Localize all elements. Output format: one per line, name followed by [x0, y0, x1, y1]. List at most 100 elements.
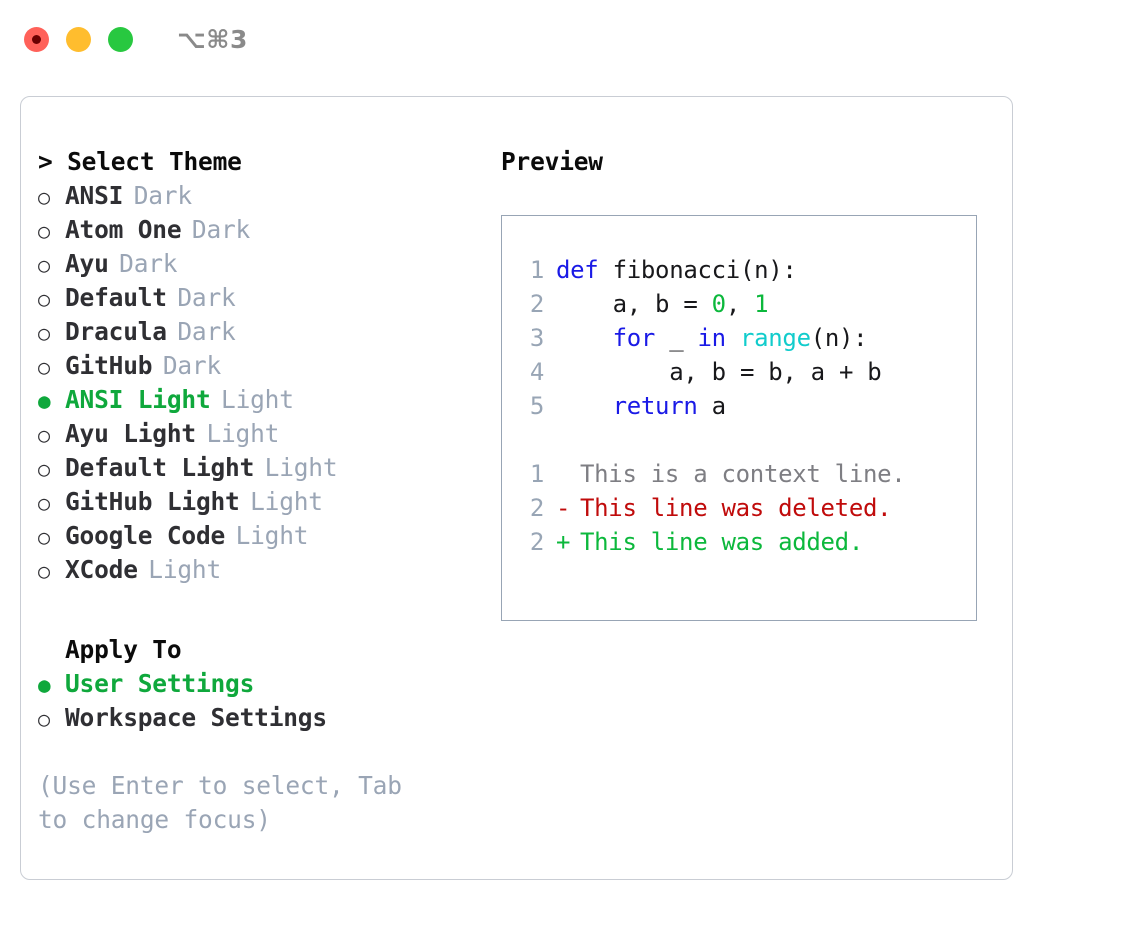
- line-number: 4: [529, 358, 544, 386]
- code-line: 2 a, b = 0, 1: [516, 287, 976, 321]
- apply-to-title: Apply To: [65, 635, 182, 664]
- line-number: 3: [529, 324, 544, 352]
- minimize-button[interactable]: [66, 26, 91, 52]
- theme-option-label: Atom One: [65, 215, 182, 244]
- theme-option-default-light[interactable]: ○ Default Light Light: [38, 451, 478, 485]
- apply-option-label: Workspace Settings: [65, 703, 327, 732]
- list-spacer: [38, 587, 478, 633]
- theme-option-default-dark[interactable]: ○ Default Dark: [38, 281, 478, 315]
- code-token: fibonacci(n):: [598, 256, 797, 284]
- code-token: [556, 392, 613, 420]
- radio-icon: ○: [38, 219, 50, 243]
- code-token: [556, 324, 613, 352]
- theme-option-kind: Light: [264, 453, 338, 482]
- line-number: 2: [529, 290, 544, 318]
- diff-line-removed: 2 - This line was deleted.: [516, 491, 976, 525]
- traffic-lights: [24, 26, 133, 52]
- code-token: a, b = b, a + b: [556, 358, 882, 386]
- code-token: in: [697, 324, 727, 352]
- theme-option-ansi-light[interactable]: ● ANSI Light Light: [38, 383, 478, 417]
- radio-icon: ○: [38, 423, 50, 447]
- theme-option-kind: Light: [148, 555, 222, 584]
- theme-option-list[interactable]: ○ ANSI Dark ○ Atom One Dark ○ Ayu Dark: [38, 179, 478, 587]
- radio-icon: ○: [38, 355, 50, 379]
- apply-option-workspace-settings[interactable]: ○ Workspace Settings: [38, 701, 478, 735]
- preview-box: 1 def fibonacci(n): 2 a, b = 0, 1 3 for …: [501, 215, 977, 621]
- radio-selected-icon: ●: [38, 389, 51, 413]
- theme-option-github-light[interactable]: ○ GitHub Light Light: [38, 485, 478, 519]
- theme-option-label: ANSI: [65, 181, 124, 210]
- theme-option-kind: Dark: [133, 181, 192, 210]
- keyboard-hint-text: (Use Enter to select, Tab to change focu…: [38, 771, 402, 834]
- theme-option-google-code[interactable]: ○ Google Code Light: [38, 519, 478, 553]
- line-number: 1: [529, 256, 544, 284]
- theme-option-dracula-dark[interactable]: ○ Dracula Dark: [38, 315, 478, 349]
- theme-selector-column: > Select Theme ○ ANSI Dark ○ Atom One Da…: [38, 145, 478, 837]
- theme-option-kind: Light: [250, 487, 323, 516]
- theme-option-kind: Light: [221, 385, 294, 414]
- line-number: 2: [529, 494, 544, 522]
- code-text: def fibonacci(n):: [556, 253, 797, 287]
- code-text: return a: [556, 389, 727, 423]
- code-token: ,: [725, 290, 755, 318]
- theme-option-xcode[interactable]: ○ XCode Light: [38, 553, 478, 587]
- theme-option-atom-one-dark[interactable]: ○ Atom One Dark: [38, 213, 478, 247]
- code-token: (n):: [810, 324, 868, 352]
- theme-option-label: Default: [65, 283, 167, 312]
- code-line: 3 for _ in range(n):: [516, 321, 976, 355]
- line-number: 5: [529, 392, 544, 420]
- theme-option-kind: Dark: [162, 351, 222, 380]
- theme-option-kind: Dark: [177, 317, 236, 346]
- code-line: 4 a, b = b, a + b: [516, 355, 976, 389]
- code-line: 5 return a: [516, 389, 976, 423]
- diff-text: This line was deleted.: [580, 494, 892, 522]
- diff-text: This line was added.: [580, 528, 863, 556]
- code-text: for _ in range(n):: [556, 321, 868, 355]
- select-theme-header: > Select Theme: [38, 147, 242, 176]
- code-token: a, b =: [556, 290, 712, 318]
- theme-option-label: Dracula: [65, 317, 167, 346]
- preview-divider-space: [516, 423, 976, 457]
- theme-option-kind: Dark: [119, 249, 178, 278]
- code-token: a: [697, 392, 726, 420]
- preview-title: Preview: [501, 147, 603, 176]
- preview-column: Preview 1 def fibonacci(n): 2 a, b = 0, …: [501, 145, 1001, 621]
- theme-option-kind: Light: [235, 521, 309, 550]
- theme-option-kind: Dark: [191, 215, 251, 244]
- theme-option-github-dark[interactable]: ○ GitHub Dark: [38, 349, 478, 383]
- diff-text: This is a context line.: [580, 460, 906, 488]
- diff-line-context: 1 This is a context line.: [516, 457, 976, 491]
- theme-option-kind: Light: [206, 419, 280, 448]
- radio-icon: ○: [38, 185, 50, 209]
- diff-sign: +: [556, 528, 571, 556]
- close-button[interactable]: [24, 26, 49, 52]
- code-token: 0: [711, 290, 726, 318]
- panel-columns: > Select Theme ○ ANSI Dark ○ Atom One Da…: [21, 97, 1012, 879]
- radio-icon: ○: [38, 491, 50, 515]
- apply-to-option-list[interactable]: ● User Settings ○ Workspace Settings: [38, 667, 478, 735]
- theme-option-label: GitHub Light: [65, 487, 240, 516]
- radio-selected-icon: ●: [38, 673, 51, 697]
- theme-option-kind: Dark: [177, 283, 236, 312]
- radio-icon: ○: [38, 287, 50, 311]
- diff-sign: [556, 457, 572, 491]
- theme-option-ayu-light[interactable]: ○ Ayu Light Light: [38, 417, 478, 451]
- diff-sign: -: [556, 494, 571, 522]
- diff-line-added: 2 + This line was added.: [516, 525, 976, 559]
- code-token: range: [739, 324, 811, 352]
- recording-dot-icon: [32, 34, 41, 44]
- apply-option-user-settings[interactable]: ● User Settings: [38, 667, 478, 701]
- radio-icon: ○: [38, 525, 50, 549]
- radio-icon: ○: [38, 321, 50, 345]
- code-token: _: [655, 324, 698, 352]
- theme-option-ansi-dark[interactable]: ○ ANSI Dark: [38, 179, 478, 213]
- code-text: a, b = 0, 1: [556, 287, 769, 321]
- maximize-button[interactable]: [108, 26, 133, 52]
- theme-option-label: ANSI Light: [65, 385, 211, 414]
- theme-option-ayu-dark[interactable]: ○ Ayu Dark: [38, 247, 478, 281]
- code-token: for: [612, 324, 656, 352]
- keyboard-shortcut-label: ⌥⌘3: [177, 24, 248, 54]
- radio-icon: ○: [38, 457, 50, 481]
- code-token: [726, 324, 740, 352]
